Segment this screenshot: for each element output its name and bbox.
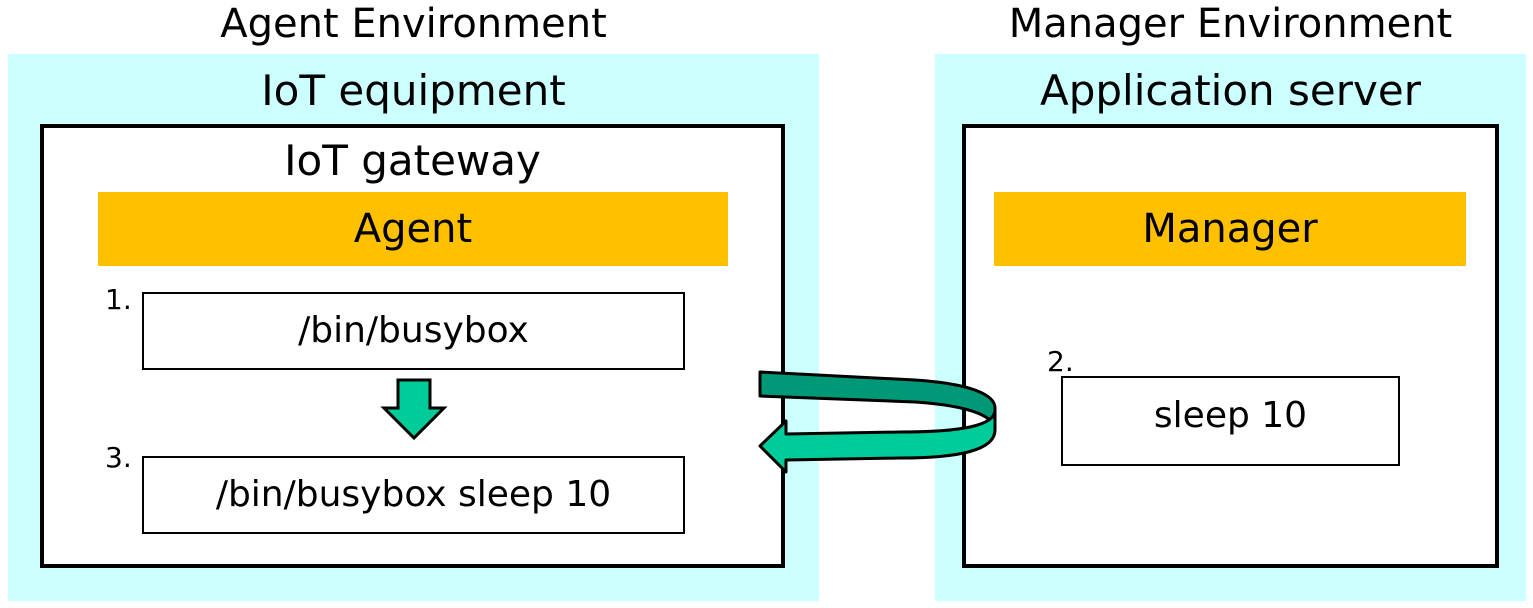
step-1-number: 1. — [105, 283, 132, 316]
step-1-command-box: /bin/busybox — [142, 292, 685, 370]
agent-environment-title: Agent Environment — [220, 1, 607, 47]
application-server-title: Application server — [1040, 66, 1421, 115]
down-arrow-icon — [380, 378, 448, 441]
iot-equipment-title: IoT equipment — [261, 66, 566, 115]
manager-environment-title: Manager Environment — [1008, 1, 1453, 47]
curved-return-arrow-head — [758, 408, 997, 474]
curved-return-arrow-icon — [758, 370, 997, 432]
step-2-command-box: sleep 10 — [1061, 376, 1400, 466]
iot-gateway-title: IoT gateway — [284, 136, 541, 185]
step-3-command-box: /bin/busybox sleep 10 — [142, 456, 685, 534]
step-3-number: 3. — [105, 441, 132, 474]
step-2-number: 2. — [1047, 345, 1074, 378]
manager-role-bar: Manager — [994, 192, 1466, 266]
agent-role-bar: Agent — [98, 192, 728, 266]
